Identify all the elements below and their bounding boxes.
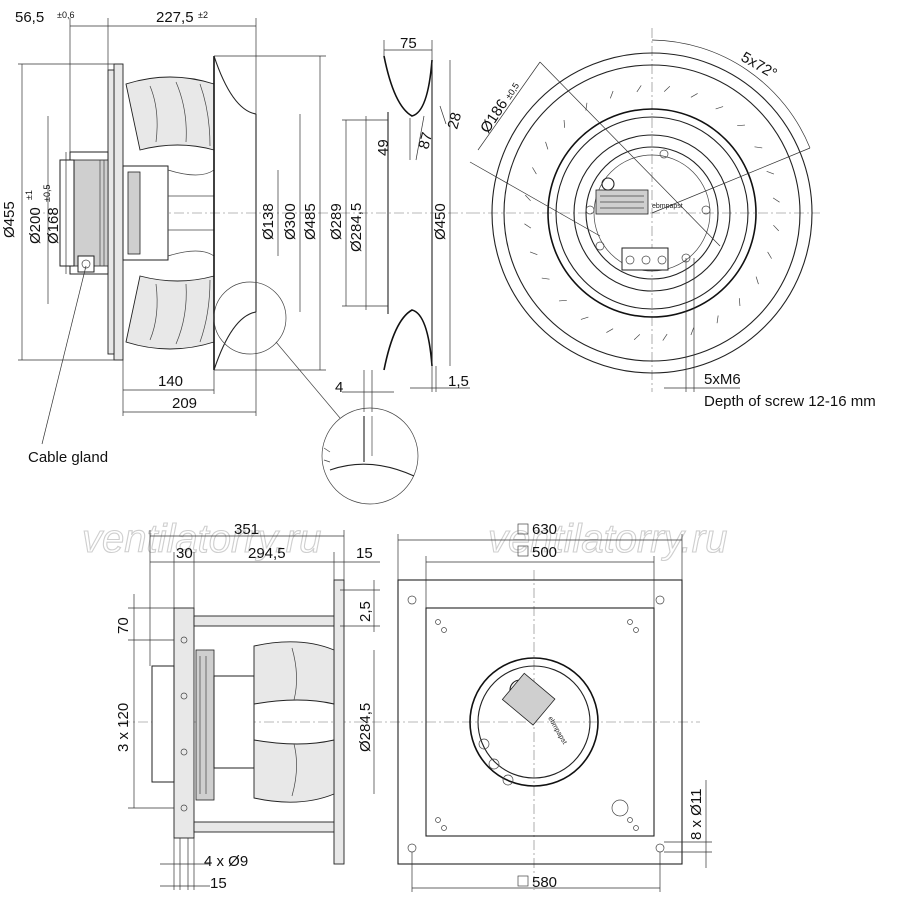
dia-284-5: Ø284,5 [348,203,365,252]
tol-186: ±0,5 [503,81,521,101]
ring-dash-mark [532,167,537,175]
ring-dash-mark [755,276,759,285]
ring-dash-mark [690,327,695,336]
dim-209: 209 [172,395,197,412]
dia-455: Ø455 [1,201,18,238]
dia-168: Ø168 [45,207,62,244]
tol-227-5: ±2 [198,10,208,20]
ring-dash-mark [737,124,746,127]
ring-dash-mark [715,106,724,110]
tol-200: ±1 [24,190,34,200]
dim-351: 351 [234,521,259,538]
screws-label: 5xM6 [704,371,741,388]
ring-dash-mark [773,224,780,232]
angle-5x72: 5x72° [738,49,780,83]
ring-dash-mark [738,298,741,307]
ring-dash-mark [690,93,698,98]
dia-284-5-bottom: Ø284,5 [357,703,374,752]
dim-227-5: 227,5 [156,9,194,26]
tol-56-5: ±0,6 [57,10,74,20]
ring-dash-mark [541,277,550,280]
dim-140: 140 [158,373,183,390]
ring-dash-mark [633,334,641,341]
dim-3x120: 3 x 120 [115,703,132,752]
ring-dash-mark [524,223,532,229]
dia-485: Ø485 [302,203,319,240]
ring-dash-mark [662,333,668,341]
watermark-right: ventilatorry.ru [488,517,727,561]
ring-dash-mark [580,316,589,320]
ring-dash-mark [754,146,763,149]
ring-dash-mark [558,299,567,302]
dia-450: Ø450 [432,203,449,240]
dim-30: 30 [176,545,193,562]
dim-28: 28 [444,111,465,132]
dim-2-5: 2,5 [357,601,374,622]
dim-87: 87 [415,131,436,152]
ring-dash-mark [636,85,642,93]
ring-dash-mark [772,197,780,203]
dia-300: Ø300 [282,203,299,240]
ring-dash-mark [545,141,549,150]
dim-75: 75 [400,35,417,52]
dia-186: Ø186 [477,96,511,136]
bottom-side-view: 351 30 294,5 15 2,5 Ø284,5 70 3 x 120 4 … [115,521,390,892]
ring-dash-mark [767,251,772,259]
dim-49: 49 [375,139,392,156]
ring-dash-mark [524,194,531,202]
ring-dash-mark [609,90,614,99]
tol-168: ±0,5 [42,185,52,202]
watermark-left: ventilatorry.ru [82,517,321,561]
ring-dash-mark [563,119,566,128]
section-view: 75 28 49 87 Ø289 Ø284,5 Ø450 4 1,5 [321,35,470,505]
dim-15-bottom: 15 [210,875,227,892]
front-view: ebmpapst Ø186 ±0,5 5x72° 5xM6 Depth of s… [469,28,876,410]
brand-label-plate: ebmpapst [546,716,567,746]
ring-dash-mark [606,328,614,333]
ring-dash-mark [716,315,719,324]
dia-138: Ø138 [260,203,277,240]
ring-dash-mark [529,251,538,256]
plate-view: ebmpapst 630 500 580 8 x Ø11 [390,521,712,892]
sq-500: 500 [532,544,557,561]
dia-200: Ø200 [27,207,44,244]
screw-depth-label: Depth of screw 12-16 mm [704,393,876,410]
dim-15-top: 15 [356,545,373,562]
ring-dash-mark [663,85,671,92]
holes-4x9: 4 x Ø9 [204,853,248,870]
holes-8x11: 8 x Ø11 [688,789,705,840]
sq-580: 580 [532,874,557,891]
dim-4: 4 [335,379,343,396]
ring-dash-mark [766,170,775,175]
cable-gland-label: Cable gland [28,449,108,466]
dia-289: Ø289 [328,203,345,240]
dim-1-5: 1,5 [448,373,469,390]
dim-70: 70 [115,617,132,634]
dim-56-5: 56,5 [15,9,44,26]
sq-630: 630 [532,521,557,538]
side-view: 56,5 ±0,6 227,5 ±2 Ø455 Ø200 ±1 Ø168 ±0,… [1,9,341,466]
dim-294-5: 294,5 [248,545,286,562]
